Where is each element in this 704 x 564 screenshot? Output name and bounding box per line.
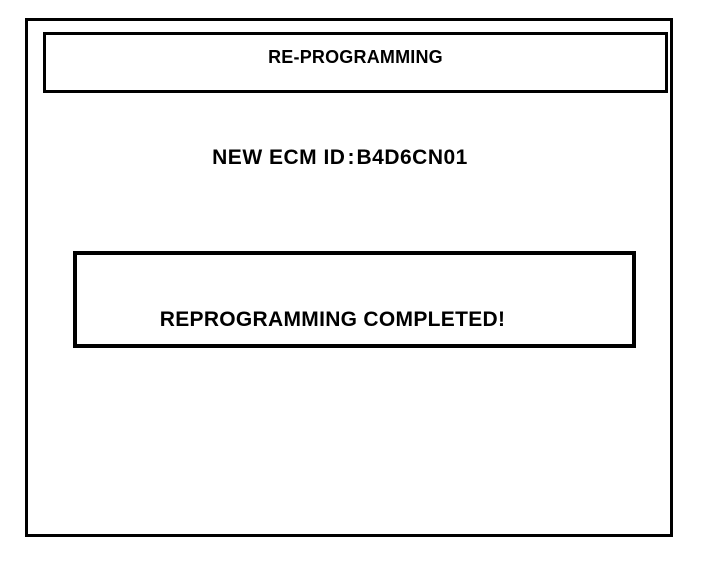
title-bar: RE-PROGRAMMING [43, 32, 668, 93]
ecm-id-label: NEW ECM ID [212, 146, 346, 169]
status-message: REPROGRAMMING COMPLETED! [159, 308, 506, 331]
ecm-id-separator: : [347, 146, 355, 169]
empty-content-area [31, 354, 673, 534]
ecm-id-value: B4D6CN01 [356, 146, 468, 169]
ecm-id-row: NEW ECM ID:B4D6CN01 [28, 146, 652, 170]
outer-frame: RE-PROGRAMMING NEW ECM ID:B4D6CN01 REPRO… [25, 18, 673, 537]
status-message-box: REPROGRAMMING COMPLETED! [73, 251, 636, 348]
page-title: RE-PROGRAMMING [268, 47, 443, 67]
